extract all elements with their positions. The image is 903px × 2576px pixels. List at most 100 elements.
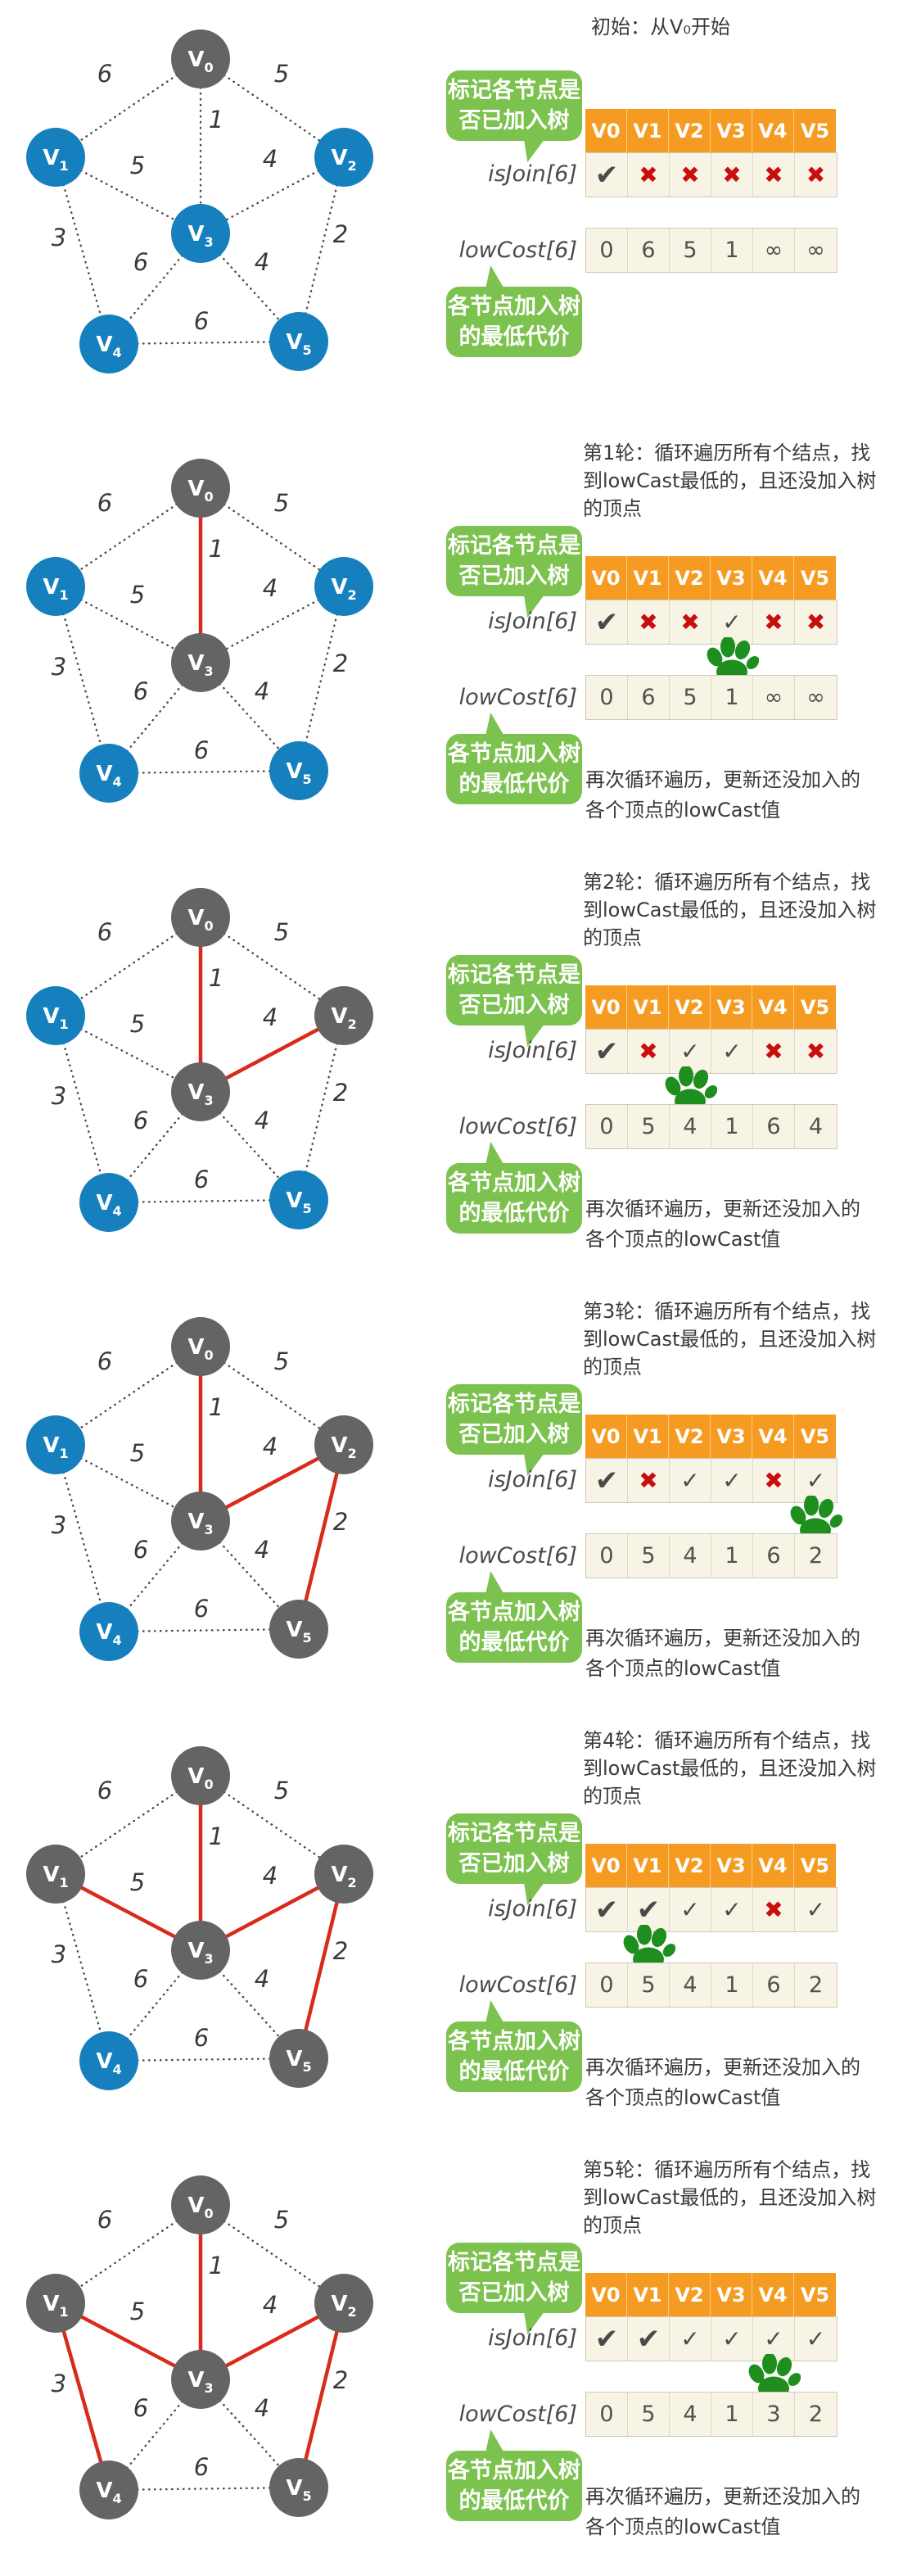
graph-node-V3	[171, 1492, 230, 1551]
header-cell: V1	[627, 985, 669, 1029]
graph-node-V4	[79, 2461, 138, 2519]
graph-node-V1	[26, 1415, 85, 1474]
isjoin-row: ✔✖✖✖✖✖	[585, 152, 838, 197]
header-cell: V5	[794, 2273, 836, 2316]
bubble-mark-joined: 标记各节点是 否已加入树	[446, 955, 582, 1047]
edge-weight-V3-V5: 4	[255, 2394, 269, 2422]
check-mark-icon: ✓	[711, 1888, 753, 1931]
bubble-line: 各节点加入树	[448, 294, 580, 319]
value-cell: 4	[670, 1105, 711, 1148]
cross-mark-icon: ✖	[806, 1038, 826, 1065]
value-cell: 4	[670, 1534, 711, 1578]
value-cell: 0	[586, 2393, 628, 2436]
graph-node-V4	[79, 1602, 138, 1661]
bubble-line: 标记各节点是	[448, 533, 580, 559]
edge-weight-V0-V3: 1	[209, 1822, 223, 1850]
value-cell: 1	[711, 229, 753, 272]
value-cell: 2	[808, 1543, 824, 1569]
edge-weight-V0-V1: 6	[97, 489, 112, 517]
edge-weight-V2-V5: 2	[333, 1079, 348, 1107]
edge-V1-V4	[54, 585, 111, 775]
check-mark-icon: ✓	[711, 2317, 753, 2361]
cross-mark-icon: ✖	[806, 609, 826, 636]
graph-node-V5	[269, 1600, 328, 1659]
value-cell: 5	[628, 2393, 670, 2436]
graph-node-V1	[26, 1845, 85, 1904]
header-cell: V3	[711, 556, 752, 600]
header-cell: V1	[627, 1415, 669, 1458]
check-mark-icon: ✓	[670, 1030, 711, 1073]
graph-node-V0	[171, 29, 230, 88]
edge-weight-V1-V4: 3	[52, 653, 66, 681]
edge-weight-V1-V3: 5	[130, 1439, 145, 1467]
text-line: 到lowCast最低的，且还没加入树	[583, 2186, 877, 2209]
update-note: 再次循环遍历，更新还没加入的各个顶点的lowCast值	[585, 765, 903, 826]
bubble-line: 否已加入树	[458, 1422, 570, 1447]
text-line: 到lowCast最低的，且还没加入树	[583, 1757, 877, 1780]
edge-weight-V1-V4: 3	[52, 1511, 66, 1539]
bubble-tail-icon	[479, 2429, 505, 2454]
bubble-tail-icon	[479, 1571, 505, 1596]
bubble-lowest-cost: 各节点加入树 的最低代价	[446, 713, 582, 804]
text-line: 再次循环遍历，更新还没加入的	[585, 1627, 860, 1650]
header-cell: V5	[794, 1415, 836, 1458]
bubble-tail-icon	[479, 2000, 505, 2025]
value-cell: 1	[711, 2393, 753, 2436]
isjoin-label: isJoin[6]	[488, 1896, 577, 1922]
text-line: 再次循环遍历，更新还没加入的	[585, 2056, 860, 2079]
edge-weight-V3-V5: 4	[255, 677, 269, 705]
edge-weight-V3-V5: 4	[255, 1107, 269, 1134]
edge-weight-V0-V2: 5	[274, 918, 289, 946]
graph-node-V1	[26, 557, 85, 616]
value-cell: 6	[753, 1534, 795, 1578]
edge-weight-V2-V3: 4	[263, 574, 278, 602]
text-line: 再次循环遍历，更新还没加入的	[585, 768, 860, 791]
graph-node-V2	[314, 1845, 373, 1904]
value-cell: 1	[711, 1963, 753, 2007]
bubble-line: 的最低代价	[458, 772, 570, 797]
graph-node-V0	[171, 1746, 230, 1805]
graph-node-V0	[171, 888, 230, 947]
edge-weight-V4-V5: 6	[194, 736, 209, 764]
graph-node-V2	[314, 986, 373, 1045]
value-cell: 4	[808, 1114, 824, 1139]
header-cell: V0	[585, 109, 627, 152]
bubble-lowest-cost: 各节点加入树 的最低代价	[446, 1142, 582, 1234]
edge-weight-V4-V5: 6	[194, 1595, 209, 1623]
header-cell: V2	[669, 985, 711, 1029]
edge-V2-V5	[296, 2301, 346, 2490]
cross-mark-icon: ✖	[628, 1030, 670, 1073]
header-cell: V3	[711, 1844, 752, 1887]
value-cell: 1	[711, 1105, 753, 1148]
update-note: 再次循环遍历，更新还没加入的各个顶点的lowCast值	[585, 2482, 903, 2542]
edge-V1-V4	[54, 156, 111, 346]
lowcost-label: lowCost[6]	[458, 1972, 577, 1998]
graph-node-V5	[269, 741, 328, 800]
graph-node-V5	[269, 2458, 328, 2517]
header-cell: V2	[669, 1844, 711, 1887]
isjoin-label: isJoin[6]	[488, 2325, 577, 2351]
graph-node-V0	[171, 459, 230, 518]
graph-node-V5	[269, 1170, 328, 1229]
header-cell: V1	[627, 556, 669, 600]
value-cell: 5	[670, 229, 711, 272]
text-line: 到lowCast最低的，且还没加入树	[583, 469, 877, 492]
graph-node-V4	[79, 315, 138, 373]
update-note: 再次循环遍历，更新还没加入的各个顶点的lowCast值	[585, 1194, 903, 1255]
edge-weight-V0-V1: 6	[97, 60, 112, 88]
text-line: 第2轮：循环遍历所有个结点，找	[583, 871, 871, 894]
edge-weight-V2-V3: 4	[263, 145, 278, 173]
edge-V2-V3	[199, 585, 345, 664]
graph-node-V4	[79, 2031, 138, 2090]
check-mark-icon: ✔	[628, 1888, 670, 1931]
value-cell: 3	[753, 2393, 795, 2436]
